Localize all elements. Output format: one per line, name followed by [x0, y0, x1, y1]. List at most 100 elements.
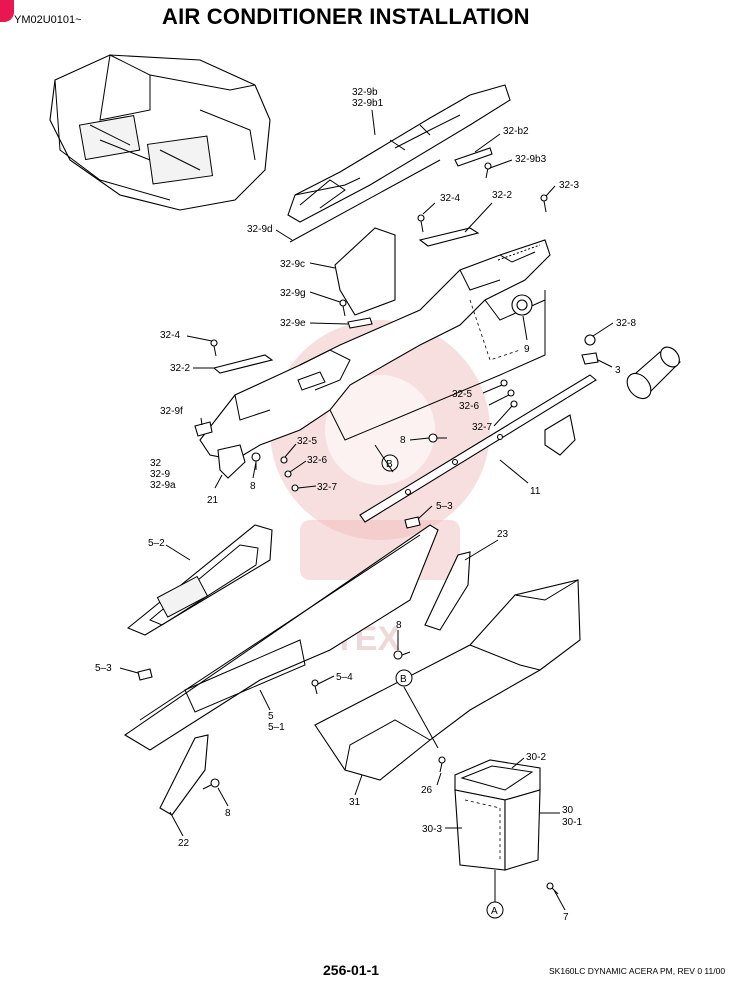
part-32-6-right — [507, 389, 515, 397]
part-32-5-right — [500, 379, 508, 387]
bracket-23 — [424, 551, 471, 631]
label-32-9g: 32-9g — [280, 288, 306, 299]
clip-32-9e — [347, 317, 373, 329]
panel-32-9c — [334, 227, 396, 316]
clip-5-3-lower — [137, 668, 153, 681]
grille-32-2-lower — [212, 354, 274, 374]
label-32-9d: 32-9d — [247, 224, 273, 235]
label-32-9b: 32-9b — [352, 87, 378, 98]
grommet-32-8 — [584, 334, 596, 346]
duct-housing-32 — [199, 239, 551, 461]
filter-box-30 — [454, 759, 541, 871]
clip-3 — [581, 352, 599, 365]
label-32-5-right: 32-5 — [452, 389, 472, 400]
label-30-3: 30-3 — [422, 824, 442, 835]
corner-tab — [0, 0, 14, 22]
screw-5-4 — [311, 679, 319, 695]
label-32-2-lower: 32-2 — [170, 363, 190, 374]
bracket-21 — [217, 444, 246, 479]
label-32-7-right: 32-7 — [472, 422, 492, 433]
bracket-32-b2 — [454, 147, 493, 167]
label-5-4: 5–4 — [336, 672, 353, 683]
panel-5 — [123, 524, 439, 751]
screw-7 — [546, 882, 559, 895]
bolt-8-left — [251, 452, 261, 470]
ring-9 — [511, 294, 533, 316]
label-32-3: 32-3 — [559, 180, 579, 191]
clip-5-3-upper — [404, 516, 421, 529]
upper-cover-32-9b — [287, 84, 511, 223]
label-26: 26 — [421, 785, 433, 796]
screw-32-3 — [540, 194, 548, 213]
label-32-9: 32-9 — [150, 469, 170, 480]
machine-overview-sketch — [49, 54, 271, 211]
bracket-11 — [359, 374, 597, 523]
label-5: 5 — [268, 711, 274, 722]
reference-circle-b-lower: B — [395, 669, 413, 687]
reference-circle-a: A — [486, 901, 504, 919]
reference-circle-b-upper: B — [381, 454, 399, 472]
duct-31 — [314, 579, 581, 781]
leader-lines — [119, 109, 614, 911]
label-32-2-upper: 32-2 — [492, 190, 512, 201]
grille-32-2-upper — [418, 227, 480, 247]
screw-32-4-lower — [210, 339, 218, 357]
page-title: AIR CONDITIONER INSTALLATION — [162, 4, 530, 29]
label-32-6-right: 32-6 — [459, 401, 479, 412]
screw-32-9b3 — [485, 167, 489, 179]
label-8-left: 8 — [250, 481, 256, 492]
label-8-upper: 8 — [400, 435, 406, 446]
bolt-8-mid — [393, 650, 411, 660]
label-30-1: 30-1 — [562, 817, 582, 828]
part-32-5-left — [280, 456, 288, 464]
screw-26 — [438, 756, 446, 773]
page-number: 256-01-1 — [323, 962, 380, 978]
drawing-code: YM02U0101~ — [14, 14, 82, 26]
label-30: 30 — [562, 805, 574, 816]
part-32-7-left — [291, 484, 299, 492]
label-23: 23 — [497, 529, 509, 540]
label-31: 31 — [349, 797, 361, 808]
label-5-3-lower: 5–3 — [95, 663, 112, 674]
label-32-6-left: 32-6 — [307, 455, 327, 466]
label-32-9b3: 32-9b3 — [515, 154, 547, 165]
label-32-9c: 32-9c — [280, 259, 305, 270]
label-32-4-upper: 32-4 — [440, 193, 460, 204]
label-8-lower: 8 — [225, 808, 231, 819]
clip-32-9f — [194, 421, 213, 437]
label-8-mid: 8 — [396, 620, 402, 631]
panel-5-2 — [126, 524, 273, 636]
label-32-b2: 32-b2 — [503, 126, 529, 137]
label-11: 11 — [530, 486, 541, 497]
label-32-8: 32-8 — [616, 318, 636, 329]
model-revision: SK160LC DYNAMIC ACERA PM, REV 0 11/00 — [549, 966, 726, 976]
label-21: 21 — [207, 495, 219, 506]
label-32-5-left: 32-5 — [297, 436, 317, 447]
bolt-8-lower — [202, 778, 220, 790]
screw-32-4-upper — [417, 214, 425, 233]
label-30-2: 30-2 — [526, 752, 546, 763]
rod-32-9d — [289, 159, 441, 243]
label-32-9a: 32-9a — [150, 480, 176, 491]
label-32: 32 — [150, 458, 162, 469]
label-32-4-lower: 32-4 — [160, 330, 180, 341]
label-7: 7 — [563, 912, 569, 923]
part-labels: 32-9b 32-9b1 32-b2 32-9b3 32-3 32-4 32-2… — [95, 87, 636, 923]
label-5-1: 5–1 — [268, 722, 285, 733]
bracket-22 — [159, 734, 209, 816]
label-9: 9 — [524, 344, 530, 355]
svg-text:B: B — [386, 459, 393, 470]
svg-text:A: A — [491, 906, 498, 917]
label-3: 3 — [615, 365, 621, 376]
part-32-6-left — [284, 470, 292, 478]
svg-text:B: B — [400, 674, 407, 685]
label-22: 22 — [178, 838, 190, 849]
label-32-7-left: 32-7 — [317, 482, 337, 493]
label-5-2: 5–2 — [148, 538, 165, 549]
label-32-9e: 32-9e — [280, 318, 306, 329]
screw-32-9g — [339, 299, 347, 317]
label-32-9b1: 32-9b1 — [352, 98, 384, 109]
label-32-9f: 32-9f — [160, 406, 183, 417]
hose-connector — [626, 346, 681, 400]
